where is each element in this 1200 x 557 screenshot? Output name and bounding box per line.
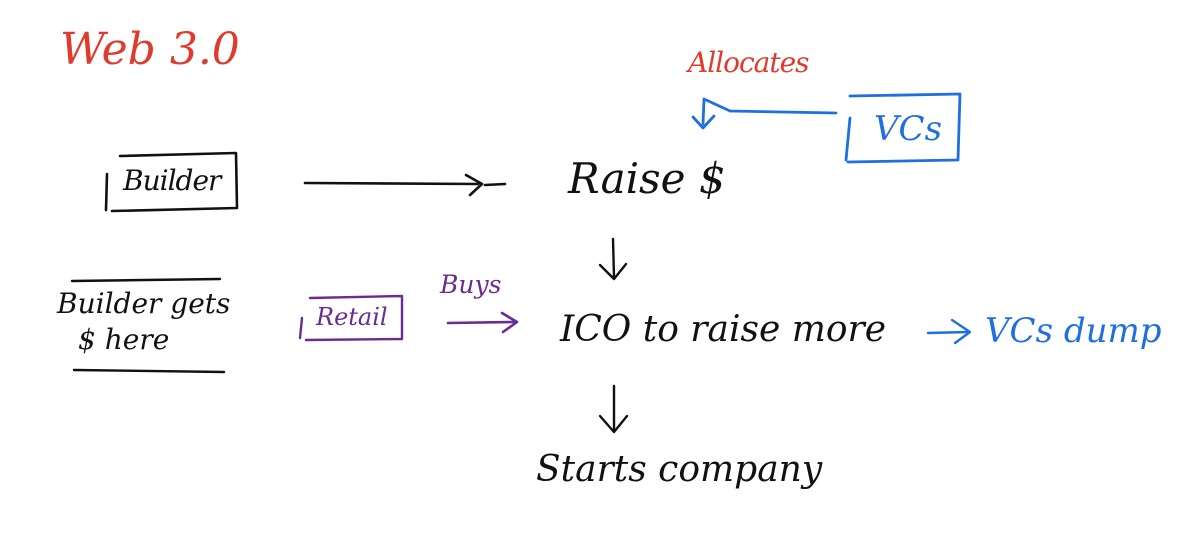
builder-note-line2: $ here [78, 323, 170, 356]
arrow-ico-to-starts [598, 384, 629, 434]
builder-label: Builder [123, 164, 221, 197]
raise-label: Raise $ [568, 154, 726, 203]
ico-label: ICO to raise more [560, 309, 887, 350]
arrow-raise-to-ico [598, 237, 628, 281]
starts-company-label: Starts company [536, 449, 823, 490]
buys-label: Buys [440, 270, 502, 299]
arrow-vcs-to-raise [691, 97, 838, 130]
arrow-buys [446, 311, 519, 334]
vcs-box [844, 92, 962, 164]
allocates-label: Allocates [688, 46, 810, 79]
builder-note-rules [70, 277, 226, 374]
title-text: Web 3.0 [60, 24, 240, 75]
vcs-dump-label: VCs dump [985, 311, 1162, 351]
builder-note-line1: Builder gets [57, 287, 231, 320]
retail-label: Retail [316, 303, 388, 331]
vcs-label: VCs [874, 109, 943, 149]
retail-box [298, 294, 404, 342]
arrow-to-vcs-dump [926, 318, 972, 345]
builder-box [104, 151, 239, 213]
arrow-builder-to-raise [303, 173, 507, 197]
